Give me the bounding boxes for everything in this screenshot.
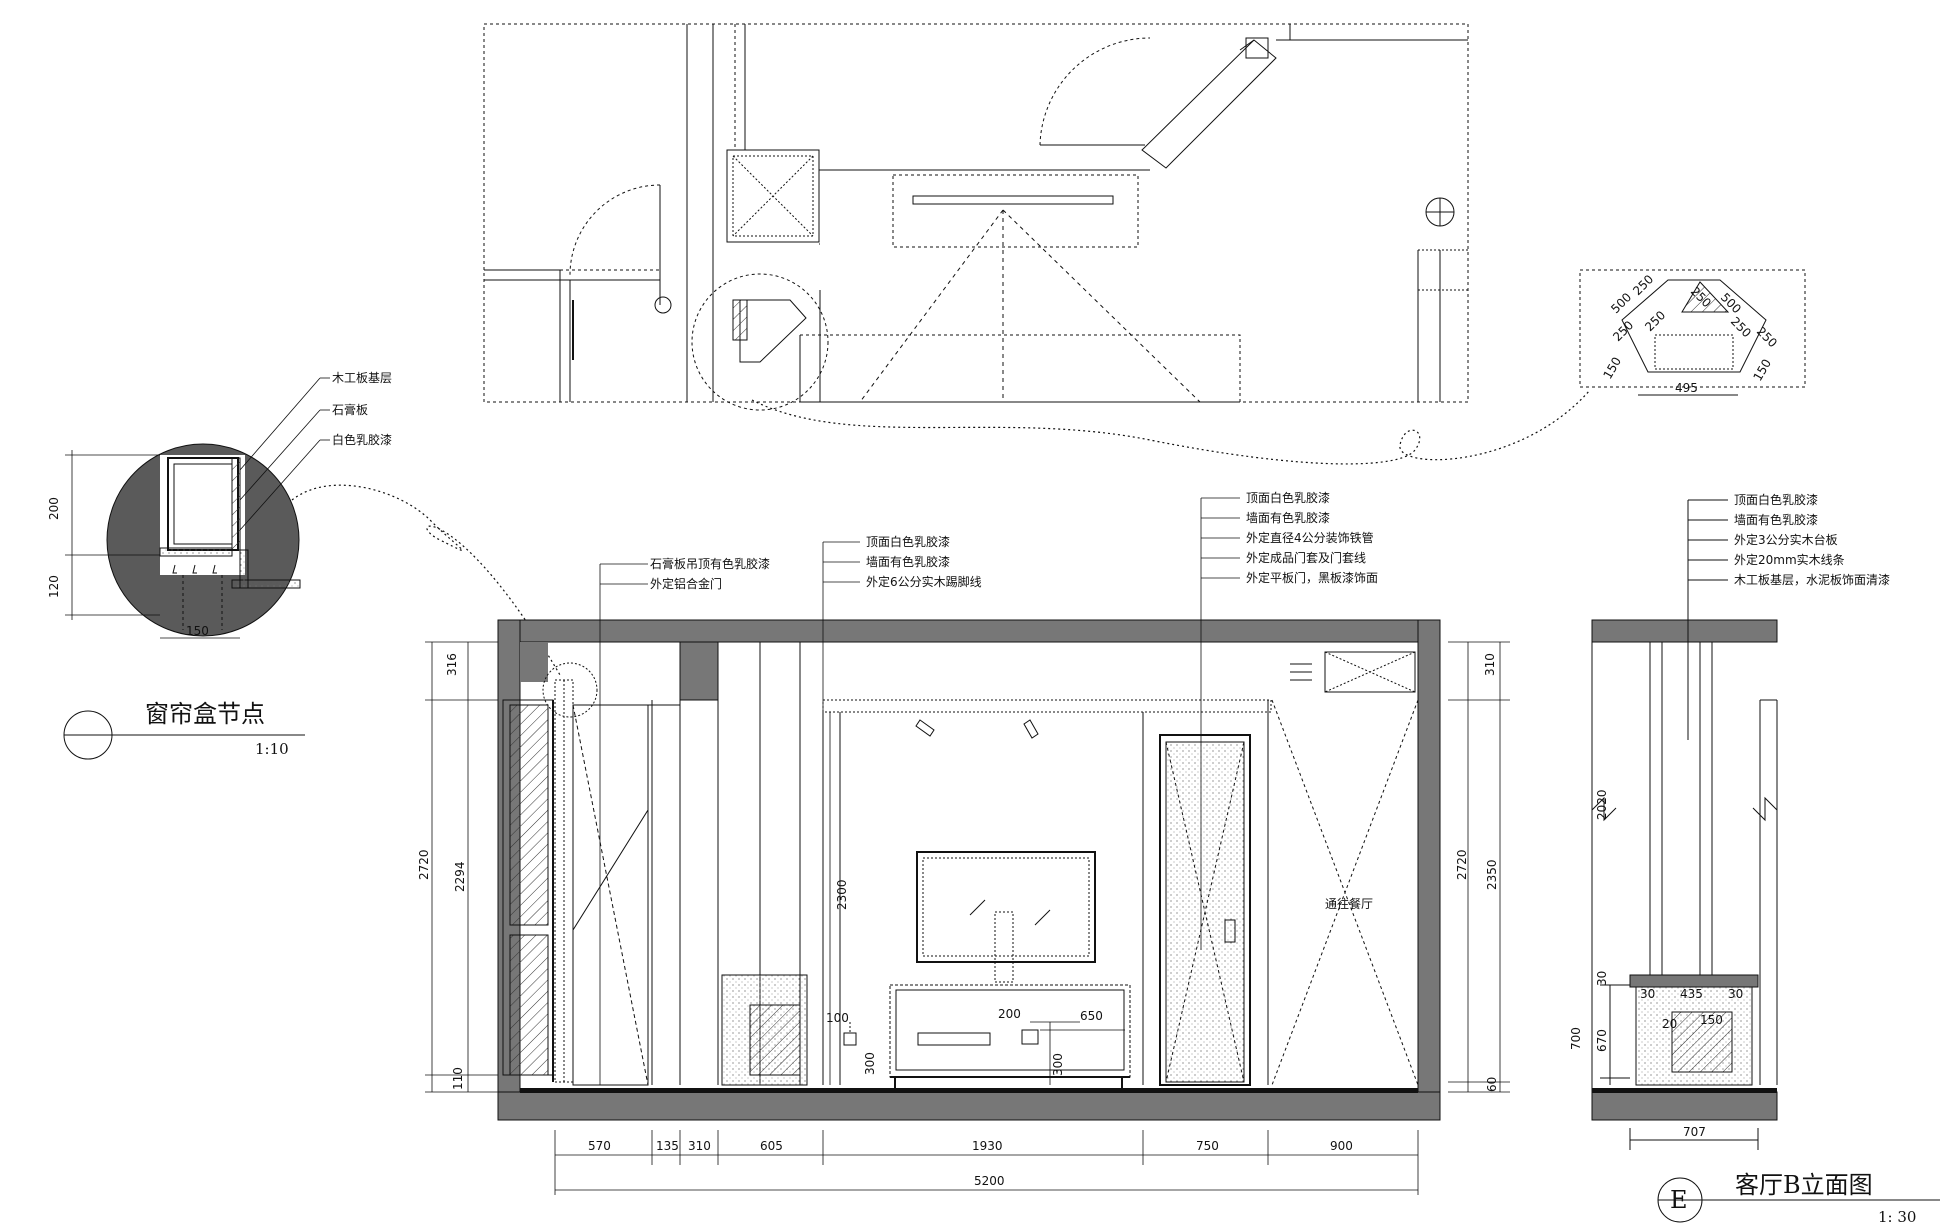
main-elevation: 通往餐厅 bbox=[497, 619, 1441, 1121]
svg-text:670: 670 bbox=[1595, 1029, 1609, 1052]
svg-text:外定成品门套及门套线: 外定成品门套及门套线 bbox=[1246, 550, 1366, 565]
curtain-note-1: 石膏板 bbox=[332, 402, 368, 417]
floor-plan bbox=[483, 23, 1469, 411]
svg-text:2720: 2720 bbox=[1455, 849, 1469, 880]
svg-text:135: 135 bbox=[656, 1139, 679, 1153]
svg-text:150: 150 bbox=[1700, 1013, 1723, 1027]
title-block: E 客厅B立面图 1: 30 bbox=[1657, 1171, 1940, 1226]
svg-text:外定直径4公分装饰铁管: 外定直径4公分装饰铁管 bbox=[1246, 530, 1374, 545]
elevation-title: 客厅B立面图 bbox=[1735, 1171, 1873, 1199]
svg-text:310: 310 bbox=[688, 1139, 711, 1153]
svg-text:墙面有色乳胶漆: 墙面有色乳胶漆 bbox=[866, 554, 950, 569]
curtain-dim-120: 120 bbox=[47, 575, 61, 598]
svg-text:木工板基层，水泥板饰面清漆: 木工板基层，水泥板饰面清漆 bbox=[1734, 573, 1890, 587]
svg-text:700: 700 bbox=[1569, 1027, 1583, 1050]
side-section: 顶面白色乳胶漆 墙面有色乳胶漆 外定3公分实木台板 外定20mm实木线条 木工板… bbox=[1569, 492, 1890, 1150]
svg-text:2720: 2720 bbox=[417, 849, 431, 880]
elevation-notes: 石膏板吊顶有色乳胶漆 外定铝合金门 顶面白色乳胶漆 墙面有色乳胶漆 外定6公分实… bbox=[650, 490, 1378, 591]
svg-text:30: 30 bbox=[1728, 987, 1743, 1001]
svg-text:100: 100 bbox=[826, 1011, 849, 1025]
elevation-dim-lines bbox=[425, 641, 1510, 1195]
svg-text:750: 750 bbox=[1196, 1139, 1219, 1153]
svg-text:60: 60 bbox=[1485, 1077, 1499, 1092]
svg-text:外定20mm实木线条: 外定20mm实木线条 bbox=[1734, 552, 1845, 567]
svg-text:20: 20 bbox=[1662, 1017, 1677, 1031]
svg-text:2294: 2294 bbox=[453, 861, 467, 892]
svg-text:316: 316 bbox=[445, 653, 459, 676]
svg-text:150: 150 bbox=[1600, 355, 1624, 382]
svg-text:石膏板吊顶有色乳胶漆: 石膏板吊顶有色乳胶漆 bbox=[650, 556, 770, 571]
curtain-box-detail: 木工板基层 石膏板 白色乳胶漆 200 120 150 窗帘盒节点 1:10 bbox=[47, 371, 392, 760]
svg-text:495: 495 bbox=[1675, 381, 1698, 395]
title-symbol: E bbox=[1670, 1186, 1688, 1214]
svg-text:30: 30 bbox=[1640, 987, 1655, 1001]
corner-cabinet-detail bbox=[1579, 269, 1806, 396]
svg-text:30: 30 bbox=[1595, 971, 1609, 986]
svg-text:2300: 2300 bbox=[835, 879, 849, 910]
svg-text:2350: 2350 bbox=[1485, 859, 1499, 890]
svg-text:300: 300 bbox=[1051, 1053, 1065, 1076]
svg-text:605: 605 bbox=[760, 1139, 783, 1153]
svg-text:250: 250 bbox=[1728, 314, 1754, 340]
svg-text:707: 707 bbox=[1683, 1125, 1706, 1139]
svg-text:外定平板门，黑板漆饰面: 外定平板门，黑板漆饰面 bbox=[1246, 570, 1378, 585]
curtain-note-0: 木工板基层 bbox=[332, 371, 392, 385]
svg-text:110: 110 bbox=[451, 1067, 465, 1090]
svg-text:外定3公分实木台板: 外定3公分实木台板 bbox=[1734, 532, 1838, 547]
svg-text:2020: 2020 bbox=[1595, 789, 1609, 820]
svg-text:250: 250 bbox=[1642, 308, 1668, 334]
leader-curves bbox=[291, 389, 1591, 676]
curtain-detail-scale: 1:10 bbox=[255, 740, 289, 758]
svg-text:5200: 5200 bbox=[974, 1174, 1005, 1188]
svg-text:墙面有色乳胶漆: 墙面有色乳胶漆 bbox=[1734, 512, 1818, 527]
svg-text:150: 150 bbox=[1750, 357, 1774, 384]
svg-text:顶面白色乳胶漆: 顶面白色乳胶漆 bbox=[866, 534, 950, 549]
svg-text:310: 310 bbox=[1483, 653, 1497, 676]
svg-text:外定铝合金门: 外定铝合金门 bbox=[650, 576, 722, 591]
svg-text:650: 650 bbox=[1080, 1009, 1103, 1023]
elevation-scale: 1: 30 bbox=[1878, 1208, 1916, 1226]
curtain-detail-title: 窗帘盒节点 bbox=[145, 700, 265, 728]
svg-text:570: 570 bbox=[588, 1139, 611, 1153]
svg-text:外定6公分实木踢脚线: 外定6公分实木踢脚线 bbox=[866, 574, 982, 589]
elevation-leaders bbox=[599, 497, 1240, 1085]
curtain-note-2: 白色乳胶漆 bbox=[332, 432, 392, 447]
curtain-dim-150: 150 bbox=[186, 624, 209, 638]
elevation-dims: 316 2720 2294 110 310 2720 2350 60 2300 … bbox=[417, 653, 1499, 1188]
svg-text:顶面白色乳胶漆: 顶面白色乳胶漆 bbox=[1734, 492, 1818, 507]
svg-text:墙面有色乳胶漆: 墙面有色乳胶漆 bbox=[1246, 510, 1330, 525]
svg-text:200: 200 bbox=[998, 1007, 1021, 1021]
svg-text:1930: 1930 bbox=[972, 1139, 1003, 1153]
svg-text:300: 300 bbox=[863, 1052, 877, 1075]
svg-text:900: 900 bbox=[1330, 1139, 1353, 1153]
svg-text:顶面白色乳胶漆: 顶面白色乳胶漆 bbox=[1246, 490, 1330, 505]
room-label: 通往餐厅 bbox=[1325, 896, 1373, 911]
svg-text:435: 435 bbox=[1680, 987, 1703, 1001]
corner-detail-dims: 500 250 250 500 250 250 250 250 150 150 … bbox=[1600, 272, 1780, 395]
svg-text:250: 250 bbox=[1754, 324, 1780, 350]
curtain-dim-200: 200 bbox=[47, 497, 61, 520]
